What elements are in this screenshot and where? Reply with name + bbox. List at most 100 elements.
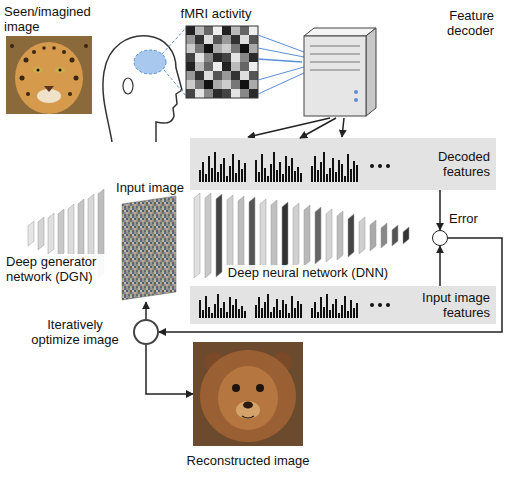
reconstructed-photo [232, 384, 240, 392]
ellipsis-dots [378, 303, 382, 307]
feature-histogram [312, 152, 357, 182]
dnn-layers [381, 223, 387, 248]
server-icon [304, 36, 366, 116]
node-label: Decoded features [406, 149, 490, 179]
dnn-layers [315, 207, 321, 264]
head-outline [103, 36, 182, 142]
decoder-wires [258, 73, 304, 94]
head-outline [164, 70, 186, 96]
leopard-photo [55, 67, 65, 73]
decoder-wires [258, 35, 304, 94]
leopard-photo [20, 76, 25, 81]
leopard-photo [68, 92, 72, 96]
leopard-photo [33, 67, 43, 73]
leopard-photo [10, 44, 14, 48]
node-label: Reconstructed image [187, 453, 310, 468]
dnn-layers [216, 194, 222, 277]
node-label: Input image [116, 180, 184, 195]
input-image: Input image [112, 180, 188, 302]
reconstructed-photo [243, 402, 253, 409]
ellipsis-dots [386, 164, 390, 168]
server-icon [354, 90, 358, 94]
dnn-layers [293, 203, 299, 268]
input-noise-image [122, 196, 176, 300]
error-node: Error [432, 230, 448, 246]
generator-layers [38, 217, 44, 250]
reconstructed-photo [242, 416, 254, 418]
reconstructed-photo [193, 342, 303, 446]
node-label: Seen/imagined image [4, 4, 100, 34]
connector-arrow [145, 302, 147, 319]
feature-band-ground [190, 138, 496, 324]
decoder-arrows [248, 118, 344, 137]
reconstructed-photo [218, 366, 278, 430]
leopard-photo [37, 69, 40, 72]
feature-histogram [200, 294, 245, 318]
decoder-box: Feature decoder [298, 6, 498, 118]
node-label: Error [449, 211, 478, 226]
dnn-layers [227, 195, 233, 276]
dnn-layers [194, 193, 200, 278]
fmri-grid [186, 26, 258, 98]
connector-arrow [300, 118, 336, 138]
input-noise-image [122, 196, 176, 300]
dnn-layers [238, 196, 244, 275]
dnn-layers [359, 217, 365, 254]
node-label: Input image features [406, 290, 490, 320]
feature-histogram [256, 152, 301, 182]
leopard-photo [6, 36, 92, 114]
feature-histogram [200, 152, 245, 182]
loop-node: Iteratively optimize image [133, 319, 159, 345]
node-label: Iteratively optimize image [25, 317, 125, 347]
node-label: Deep generator network (DGN) [4, 254, 110, 284]
leopard-photo [59, 69, 62, 72]
feature-band: Input image features [190, 286, 496, 324]
server-icon [366, 28, 376, 116]
feature-band-ground [190, 138, 496, 190]
dnn-layers [403, 227, 409, 244]
head-outline [123, 78, 133, 94]
leopard-photo [62, 50, 66, 54]
connector-arrow [159, 238, 502, 332]
leopard-photo [44, 86, 54, 92]
node-label: Feature decoder [424, 8, 494, 38]
dnn-layers [282, 202, 288, 269]
generator-network: Deep generator network (DGN) [4, 194, 110, 286]
dnn-layers [337, 211, 343, 260]
head-outline [103, 28, 186, 142]
connector-arrow [439, 246, 441, 286]
feature-histogram [256, 294, 301, 318]
dnn-layers [370, 220, 376, 251]
leopard-photo [84, 44, 88, 48]
dnn-layers [205, 193, 211, 278]
leopard-photo [42, 46, 46, 50]
server-icon [354, 98, 358, 102]
generator-layers [28, 221, 34, 246]
head-outline [162, 28, 186, 54]
connector-arrow [439, 190, 441, 230]
feature-band: Decoded features [190, 138, 496, 190]
stimulus-image: Seen/imagined image [4, 4, 100, 116]
connector-group [146, 59, 502, 394]
generator-layers [58, 209, 64, 258]
reconstructed-image: Reconstructed image [180, 342, 316, 470]
feature-histogram [312, 294, 357, 318]
dnn-network: Deep neural network (DNN) [190, 194, 426, 282]
server-icon [304, 28, 376, 36]
decoder-arrows [342, 118, 344, 137]
reconstructed-photo [200, 350, 296, 442]
decoder-wires [258, 67, 304, 80]
server-icon [304, 28, 376, 116]
server-icon [310, 54, 360, 55]
dnn-layers [304, 205, 310, 266]
dnn-layers [348, 214, 354, 257]
leopard-photo [74, 76, 79, 81]
leopard-photo [24, 58, 29, 63]
ellipsis-dots [370, 303, 374, 307]
reconstructed-photo [193, 342, 303, 446]
dnn-layers [271, 200, 277, 271]
reconstructed-photo [256, 384, 264, 392]
decoder-wires [258, 48, 304, 57]
feature-band-ground [190, 286, 496, 324]
server-icon [310, 62, 360, 63]
